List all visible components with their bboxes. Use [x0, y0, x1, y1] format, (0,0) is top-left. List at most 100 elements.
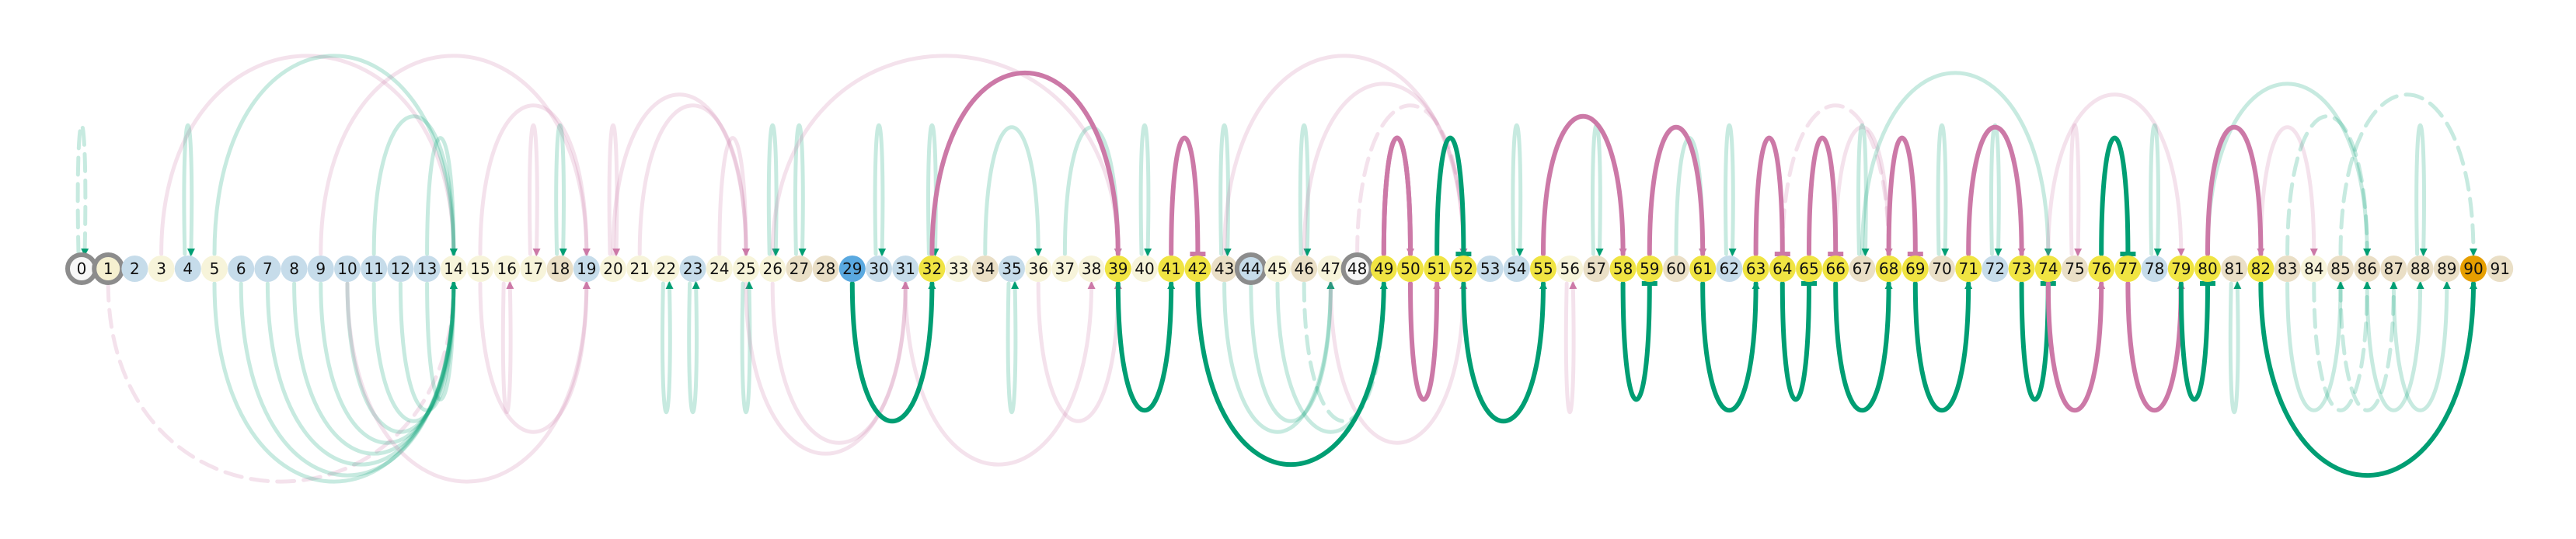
node-6[interactable]: 6	[228, 256, 255, 282]
node-90[interactable]: 90	[2460, 256, 2487, 282]
node-51[interactable]: 51	[1424, 256, 1451, 282]
node-20[interactable]: 20	[600, 256, 626, 282]
node-46[interactable]: 46	[1291, 256, 1318, 282]
edge-arc	[1563, 281, 1577, 415]
node-9[interactable]: 9	[307, 256, 334, 282]
node-circle	[1689, 256, 1717, 282]
node-59[interactable]: 59	[1636, 256, 1663, 282]
node-17[interactable]: 17	[520, 256, 547, 282]
node-23[interactable]: 23	[679, 256, 706, 282]
node-65[interactable]: 65	[1796, 256, 1822, 282]
node-35[interactable]: 35	[999, 256, 1025, 282]
node-43[interactable]: 43	[1211, 256, 1238, 282]
node-41[interactable]: 41	[1158, 256, 1185, 282]
node-label: 27	[790, 259, 809, 278]
node-83[interactable]: 83	[2274, 256, 2301, 282]
node-42[interactable]: 42	[1184, 256, 1211, 282]
node-18[interactable]: 18	[546, 256, 573, 282]
node-30[interactable]: 30	[866, 256, 892, 282]
node-50[interactable]: 50	[1397, 256, 1424, 282]
node-69[interactable]: 69	[1901, 256, 1929, 282]
node-circle	[971, 256, 999, 282]
node-77[interactable]: 77	[2114, 256, 2142, 282]
node-76[interactable]: 76	[2088, 256, 2115, 282]
node-89[interactable]: 89	[2433, 256, 2460, 282]
node-27[interactable]: 27	[786, 256, 813, 282]
node-81[interactable]: 81	[2221, 256, 2248, 282]
node-2[interactable]: 2	[121, 256, 148, 282]
node-72[interactable]: 72	[1982, 256, 2009, 282]
node-87[interactable]: 87	[2380, 256, 2407, 282]
node-32[interactable]: 32	[919, 256, 946, 282]
node-25[interactable]: 25	[733, 256, 759, 282]
node-61[interactable]: 61	[1689, 256, 1717, 282]
node-52[interactable]: 52	[1450, 256, 1477, 282]
node-68[interactable]: 68	[1875, 256, 1902, 282]
node-47[interactable]: 47	[1317, 256, 1344, 282]
node-55[interactable]: 55	[1530, 256, 1556, 282]
node-19[interactable]: 19	[573, 256, 600, 282]
node-58[interactable]: 58	[1609, 256, 1637, 282]
node-54[interactable]: 54	[1503, 256, 1530, 282]
node-10[interactable]: 10	[334, 256, 361, 282]
node-71[interactable]: 71	[1955, 256, 1982, 282]
node-3[interactable]: 3	[148, 256, 175, 282]
node-21[interactable]: 21	[626, 256, 654, 282]
node-64[interactable]: 64	[1769, 256, 1796, 282]
node-7[interactable]: 7	[254, 256, 281, 282]
node-11[interactable]: 11	[361, 256, 388, 282]
node-57[interactable]: 57	[1583, 256, 1610, 282]
node-36[interactable]: 36	[1025, 256, 1052, 282]
node-34[interactable]: 34	[971, 256, 999, 282]
node-5[interactable]: 5	[201, 256, 228, 282]
node-86[interactable]: 86	[2354, 256, 2381, 282]
node-31[interactable]: 31	[892, 256, 919, 282]
node-45[interactable]: 45	[1264, 256, 1291, 282]
node-22[interactable]: 22	[653, 256, 680, 282]
node-49[interactable]: 49	[1370, 256, 1397, 282]
node-28[interactable]: 28	[812, 256, 839, 282]
node-24[interactable]: 24	[706, 256, 733, 282]
node-15[interactable]: 15	[467, 256, 493, 282]
node-56[interactable]: 56	[1556, 256, 1584, 282]
node-82[interactable]: 82	[2247, 256, 2274, 282]
node-66[interactable]: 66	[1822, 256, 1849, 282]
node-37[interactable]: 37	[1051, 256, 1079, 282]
node-75[interactable]: 75	[2062, 256, 2088, 282]
node-85[interactable]: 85	[2327, 256, 2354, 282]
node-13[interactable]: 13	[413, 256, 441, 282]
node-53[interactable]: 53	[1476, 256, 1504, 282]
node-84[interactable]: 84	[2300, 256, 2327, 282]
node-33[interactable]: 33	[945, 256, 972, 282]
node-label: 89	[2437, 259, 2456, 278]
node-12[interactable]: 12	[387, 256, 414, 282]
node-16[interactable]: 16	[493, 256, 521, 282]
node-63[interactable]: 63	[1742, 256, 1769, 282]
node-8[interactable]: 8	[281, 256, 308, 282]
node-14[interactable]: 14	[440, 256, 467, 282]
node-circle	[1424, 256, 1451, 282]
node-91[interactable]: 91	[2487, 256, 2514, 282]
node-80[interactable]: 80	[2194, 256, 2221, 282]
node-0[interactable]: 0	[65, 252, 98, 285]
edge-arc	[983, 125, 1043, 256]
node-88[interactable]: 88	[2407, 256, 2434, 282]
node-70[interactable]: 70	[1929, 256, 1955, 282]
node-62[interactable]: 62	[1716, 256, 1743, 282]
node-38[interactable]: 38	[1078, 256, 1105, 282]
node-48[interactable]: 48	[1340, 252, 1374, 285]
node-73[interactable]: 73	[2008, 256, 2035, 282]
node-74[interactable]: 74	[2034, 256, 2062, 282]
node-1[interactable]: 1	[92, 252, 125, 285]
node-79[interactable]: 79	[2167, 256, 2194, 282]
node-60[interactable]: 60	[1663, 256, 1689, 282]
node-44[interactable]: 44	[1234, 252, 1267, 285]
node-circle	[2034, 256, 2062, 282]
node-40[interactable]: 40	[1131, 256, 1158, 282]
node-39[interactable]: 39	[1104, 256, 1131, 282]
node-4[interactable]: 4	[174, 256, 201, 282]
node-67[interactable]: 67	[1849, 256, 1876, 282]
node-78[interactable]: 78	[2141, 256, 2168, 282]
node-29[interactable]: 29	[838, 256, 866, 282]
node-26[interactable]: 26	[759, 256, 786, 282]
